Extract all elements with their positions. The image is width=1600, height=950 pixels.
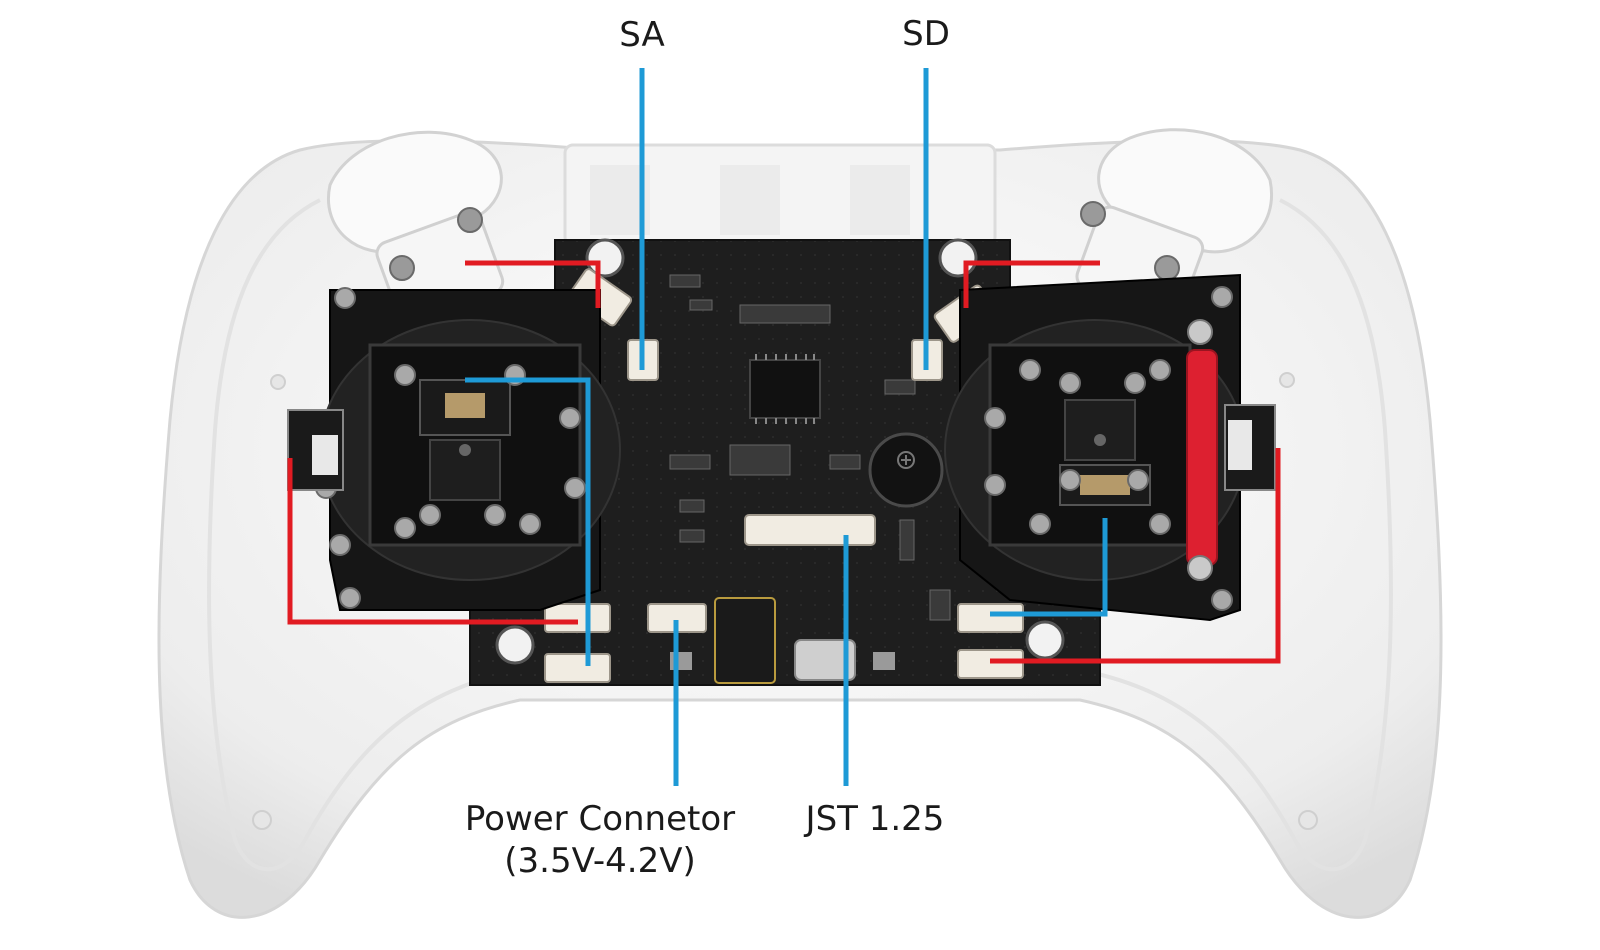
label-power-connector: Power Connetor [464, 799, 736, 839]
microcontroller-chip [749, 359, 821, 419]
red-callout-left-gimbal [287, 458, 578, 625]
left-joystick-gimbal-icon [287, 287, 621, 611]
blue-callout-lines [465, 68, 1108, 786]
label-power-voltage: (3.5V-4.2V) [504, 841, 696, 881]
usb-c-port-icon [794, 639, 856, 681]
label-sa: SA [619, 15, 665, 55]
blue-callout-left-gimbal [465, 377, 591, 666]
red-callout-right-gimbal [990, 448, 1281, 664]
right-joystick-gimbal-icon [944, 273, 1276, 622]
throttle-spring-bar [1186, 349, 1218, 566]
red-callout-left-trigger [465, 260, 601, 308]
label-jst: JST 1.25 [805, 799, 945, 839]
main-pcb [469, 238, 1101, 686]
audio-jack [714, 597, 776, 684]
blue-callout-right-gimbal [990, 518, 1108, 617]
jst-connector [744, 514, 876, 546]
red-callout-right-trigger [963, 260, 1100, 308]
label-sd: SD [902, 14, 950, 54]
red-callout-lines [287, 260, 1281, 664]
buzzer-icon [868, 432, 944, 508]
